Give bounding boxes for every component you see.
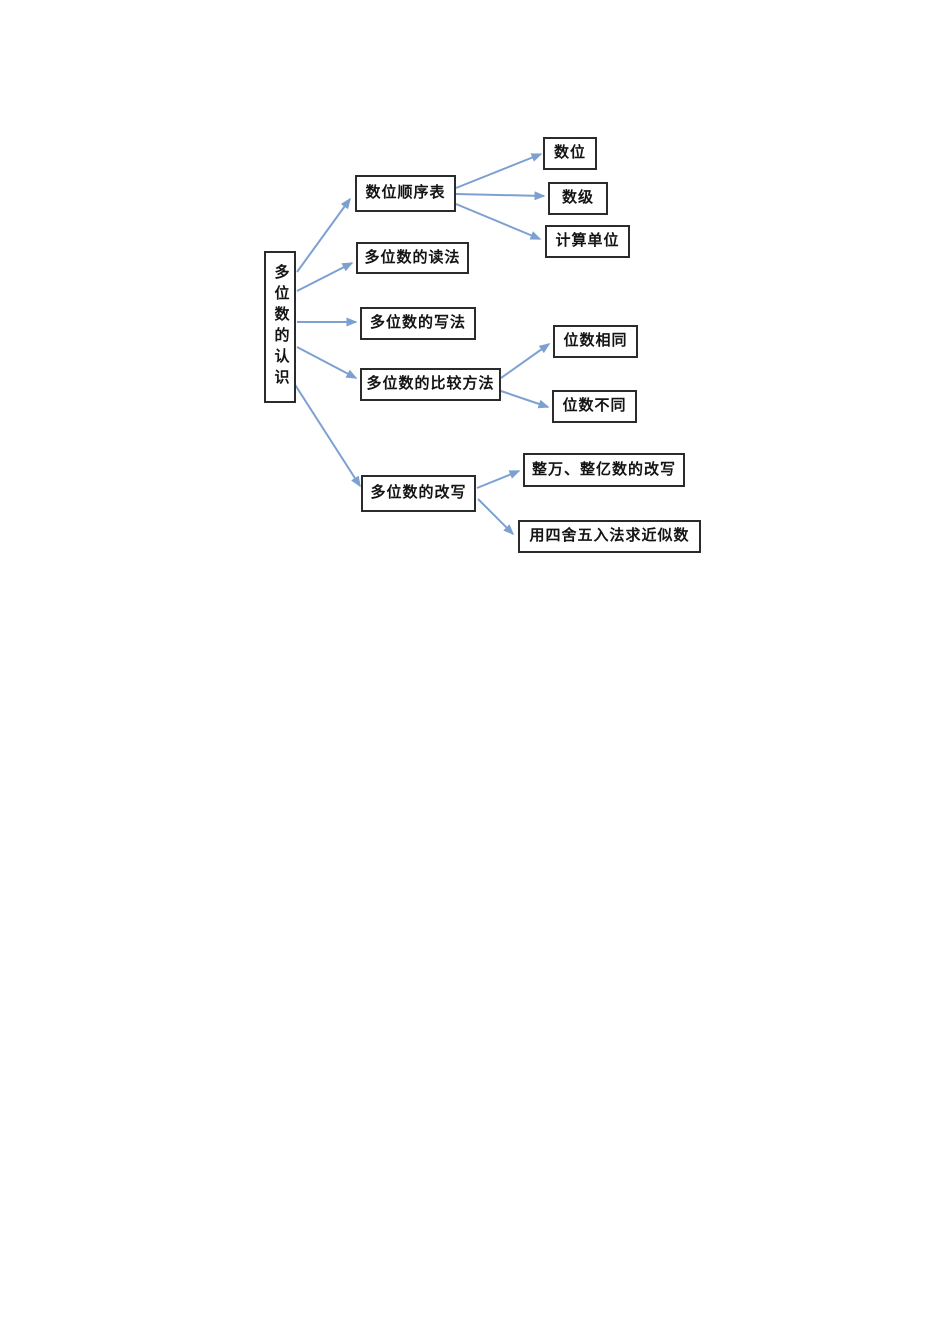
node-comparison-method: 多位数的比较方法 — [360, 368, 501, 401]
node-label: 多位数的写法 — [369, 315, 466, 331]
node-label: 多位数的改写 — [370, 485, 467, 501]
node-label: 数位顺序表 — [365, 185, 446, 201]
node-label: 多位数的比较方法 — [366, 376, 495, 392]
node-label: 用四舍五入法求近似数 — [529, 528, 690, 544]
node-rounding-approximate: 用四舍五入法求近似数 — [518, 520, 701, 553]
node-label: 计算单位 — [555, 233, 620, 249]
node-different-digit-count: 位数不同 — [552, 390, 637, 423]
node-rewrite-whole-wan-yi: 整万、整亿数的改写 — [523, 453, 685, 487]
node-writing-method: 多位数的写法 — [360, 307, 476, 340]
node-label: 整万、整亿数的改写 — [531, 461, 676, 478]
node-counting-unit: 计算单位 — [545, 225, 630, 258]
node-root: 多位数的认识 — [264, 251, 296, 403]
node-number-level: 数级 — [548, 182, 608, 215]
node-reading-method: 多位数的读法 — [356, 242, 469, 274]
node-rewriting: 多位数的改写 — [361, 475, 476, 512]
node-label: 位数不同 — [562, 398, 627, 414]
node-place-value-table: 数位顺序表 — [355, 175, 456, 212]
node-place-value: 数位 — [543, 137, 597, 170]
node-same-digit-count: 位数相同 — [553, 325, 638, 358]
node-label: 数位 — [553, 145, 586, 161]
node-label: 多位数的认识 — [272, 264, 289, 390]
node-label: 多位数的读法 — [364, 249, 461, 266]
node-label: 数级 — [561, 190, 594, 206]
node-label: 位数相同 — [563, 333, 628, 349]
